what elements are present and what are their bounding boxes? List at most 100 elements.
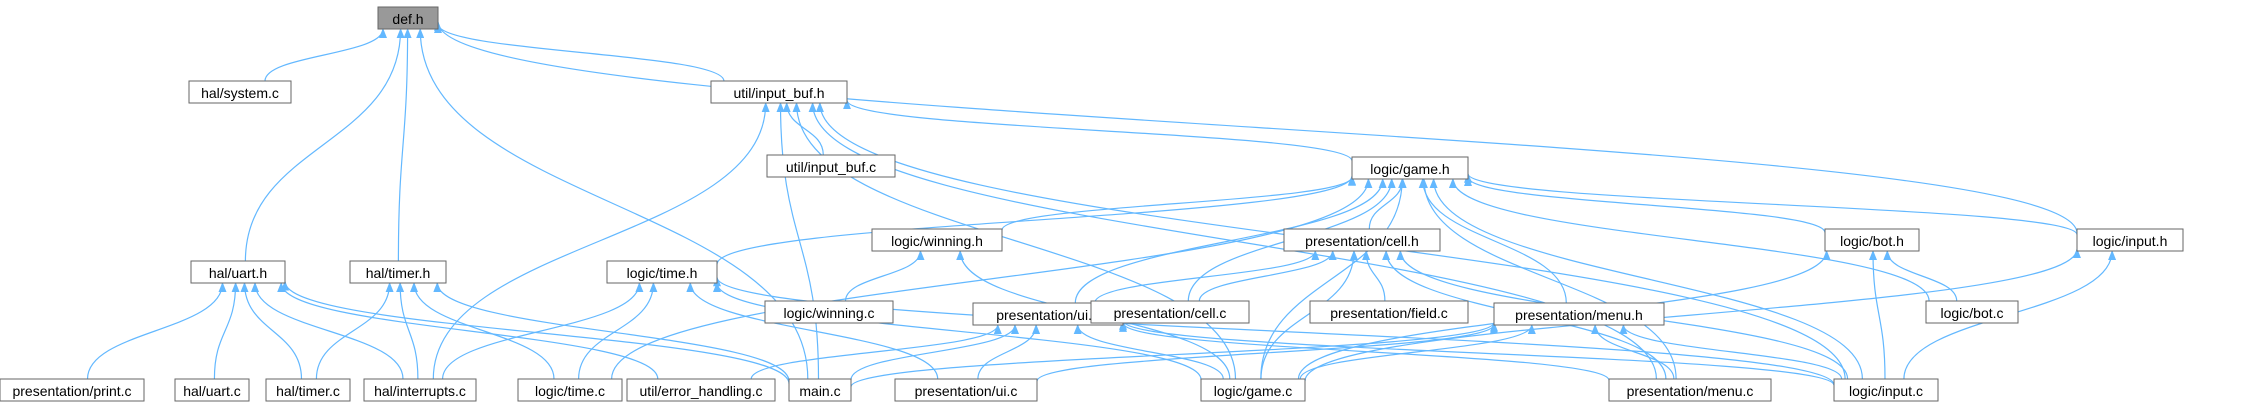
node-box — [788, 378, 852, 402]
node-label: logic/winning.c — [783, 305, 874, 321]
node-logic-bot-c[interactable]: logic/bot.c — [1925, 300, 2019, 324]
node-box — [377, 6, 439, 30]
node-presentation-cell-c[interactable]: presentation/cell.c — [1090, 300, 1250, 324]
node-logic-input-h[interactable]: logic/input.h — [2076, 228, 2184, 252]
edge-logic-time-h-to-logic-game-h — [716, 175, 1356, 265]
node-box — [174, 378, 250, 402]
node-presentation-ui-c[interactable]: presentation/ui.c — [894, 378, 1038, 402]
edge-presentation-menu-h-to-logic-game-h — [1418, 178, 1567, 304]
node-hal-uart-h[interactable]: hal/uart.h — [190, 260, 286, 284]
edge-presentation-ui-c-to-presentation-menu-h — [1036, 323, 1498, 382]
edge-logic-game-c-to-logic-time-h — [713, 282, 1202, 380]
node-label: presentation/cell.c — [1114, 305, 1227, 321]
node-logic-game-c[interactable]: logic/game.c — [1200, 378, 1306, 402]
node-def-h[interactable]: def.h — [377, 6, 439, 30]
node-presentation-print-c[interactable]: presentation/print.c — [0, 378, 145, 402]
node-presentation-ui-h[interactable]: presentation/ui.h — [972, 302, 1124, 326]
edge-layer — [86, 20, 2117, 388]
edge-presentation-ui-h-to-presentation-cell-h — [1094, 250, 1320, 304]
node-presentation-menu-h[interactable]: presentation/menu.h — [1493, 302, 1665, 326]
node-label: logic/time.h — [627, 265, 698, 281]
edge-logic-game-c-to-presentation-cell-h — [1260, 250, 1358, 380]
node-box — [1351, 156, 1469, 180]
node-label: hal/uart.c — [183, 383, 241, 399]
node-box — [1493, 302, 1665, 326]
edge-logic-input-c-to-logic-bot-h — [1869, 250, 1886, 380]
edge-main-c-to-hal-uart-h — [281, 280, 790, 384]
node-label: presentation/field.c — [1330, 305, 1448, 321]
node-util-input-buf-h[interactable]: util/input_buf.h — [710, 80, 848, 104]
edge-hal-timer-c-to-hal-timer-h — [315, 282, 394, 380]
node-label: presentation/ui.c — [915, 383, 1018, 399]
node-box — [188, 80, 292, 104]
node-util-error-handling-c[interactable]: util/error_handling.c — [626, 378, 776, 402]
edge-logic-bot-c-to-logic-bot-h — [1883, 250, 1958, 302]
node-box — [766, 154, 896, 178]
node-hal-uart-c[interactable]: hal/uart.c — [174, 378, 250, 402]
edge-hal-uart-c-to-hal-uart-h — [213, 282, 240, 380]
node-label: util/input_buf.h — [733, 85, 824, 101]
node-presentation-menu-c[interactable]: presentation/menu.c — [1608, 378, 1772, 402]
node-box — [1309, 300, 1469, 324]
edge-presentation-ui-h-to-logic-game-h — [1074, 178, 1387, 304]
node-box — [349, 260, 447, 284]
edge-hal-timer-c-to-hal-uart-h — [240, 282, 303, 380]
edge-presentation-ui-c-to-presentation-ui-h — [977, 324, 1041, 380]
edge-logic-game-c-to-presentation-ui-h — [1073, 324, 1224, 380]
node-box — [1283, 228, 1441, 252]
node-logic-time-c[interactable]: logic/time.c — [517, 378, 623, 402]
node-box — [1608, 378, 1772, 402]
node-hal-system-c[interactable]: hal/system.c — [188, 80, 292, 104]
node-presentation-cell-h[interactable]: presentation/cell.h — [1283, 228, 1441, 252]
edge-hal-system-c-to-def-h — [264, 28, 387, 82]
edge-util-error-handling-c-to-hal-uart-h — [277, 282, 659, 380]
node-box — [871, 228, 1003, 252]
node-logic-bot-h[interactable]: logic/bot.h — [1824, 228, 1920, 252]
node-box — [626, 378, 776, 402]
node-hal-timer-c[interactable]: hal/timer.c — [265, 378, 351, 402]
edge-logic-game-c-to-logic-game-h — [1260, 178, 1407, 380]
node-logic-winning-c[interactable]: logic/winning.c — [764, 300, 894, 324]
node-label: logic/game.h — [1370, 161, 1449, 177]
node-box — [1200, 378, 1306, 402]
node-box — [517, 378, 623, 402]
edge-hal-timer-h-to-def-h — [397, 28, 412, 262]
node-logic-input-c[interactable]: logic/input.c — [1833, 378, 1939, 402]
node-label: logic/winning.h — [891, 233, 983, 249]
edge-main-c-to-presentation-ui-h — [850, 324, 1019, 380]
edge-logic-input-c-to-presentation-ui-h — [1119, 319, 1835, 386]
edge-logic-game-h-to-util-input-buf-h — [843, 99, 1353, 162]
node-box — [1833, 378, 1939, 402]
edge-hal-interrupts-c-to-hal-timer-h — [396, 282, 419, 380]
edge-presentation-cell-h-to-logic-game-h — [1368, 178, 1407, 230]
edge-util-input-buf-c-to-util-input-buf-h — [782, 102, 824, 156]
node-logic-winning-h[interactable]: logic/winning.h — [871, 228, 1003, 252]
node-box — [0, 378, 145, 402]
node-hal-timer-h[interactable]: hal/timer.h — [349, 260, 447, 284]
node-layer: def.h hal/system.c util/input_buf.h util/in… — [0, 6, 2184, 402]
node-logic-time-h[interactable]: logic/time.h — [606, 260, 718, 284]
node-label: util/error_handling.c — [640, 383, 763, 399]
edge-logic-input-c-to-logic-game-h — [1429, 178, 1863, 380]
node-main-c[interactable]: main.c — [788, 378, 852, 402]
node-label: presentation/print.c — [12, 383, 131, 399]
node-box — [1824, 228, 1920, 252]
node-label: def.h — [392, 11, 423, 27]
node-hal-interrupts-c[interactable]: hal/interrupts.c — [363, 378, 477, 402]
edge-logic-winning-c-to-logic-winning-h — [844, 250, 925, 302]
edge-logic-bot-h-to-logic-game-h — [1464, 176, 1826, 233]
edge-main-c-to-presentation-menu-h — [850, 321, 1498, 388]
node-presentation-field-c[interactable]: presentation/field.c — [1309, 300, 1469, 324]
node-box — [265, 378, 351, 402]
edge-presentation-menu-c-to-presentation-ui-h — [1119, 321, 1610, 381]
edge-logic-game-c-to-logic-input-h — [1304, 248, 2081, 382]
node-util-input-buf-c[interactable]: util/input_buf.c — [766, 154, 896, 178]
edge-logic-time-c-to-hal-timer-h — [410, 282, 555, 380]
node-label: hal/interrupts.c — [374, 383, 466, 399]
edge-logic-winning-h-to-logic-game-h — [1001, 175, 1356, 231]
node-box — [190, 260, 286, 284]
edge-hal-interrupts-c-to-util-input-buf-h — [432, 102, 770, 380]
node-logic-game-h[interactable]: logic/game.h — [1351, 156, 1469, 180]
node-box — [764, 300, 894, 324]
node-box — [894, 378, 1038, 402]
